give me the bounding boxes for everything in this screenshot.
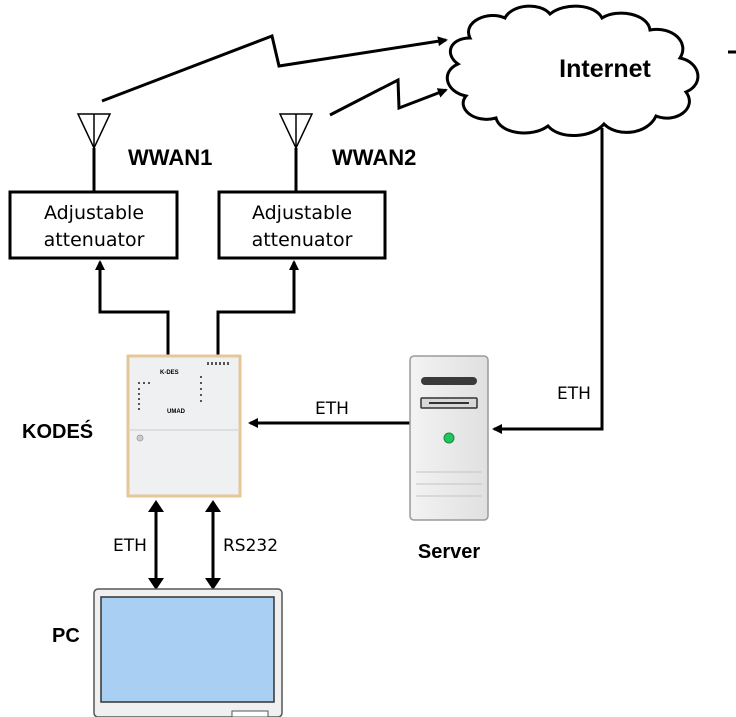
- kodes-brand: K-DES: [160, 370, 179, 376]
- server-label: Server: [418, 541, 480, 563]
- control-link-2: [216, 260, 299, 356]
- antenna-icon: [76, 113, 112, 192]
- server-internet-eth-label: ETH: [557, 384, 591, 404]
- pc-eth-label: ETH: [113, 536, 147, 556]
- pc-eth-link: [148, 500, 164, 590]
- pc-rs232-label: RS232: [223, 536, 278, 556]
- wwan1-wireless-link: [101, 33, 448, 103]
- attenuator-1-line2: attenuator: [44, 229, 145, 251]
- internet-label: Internet: [559, 55, 651, 83]
- kodes-sub-brand: UMAD: [167, 409, 186, 415]
- wwan2-label: WWAN2: [332, 145, 416, 170]
- attenuator-2-line2: attenuator: [252, 229, 353, 251]
- control-link-1: [95, 260, 170, 356]
- pc-rs232-link: [205, 500, 221, 590]
- kodes-device: K-DES UMAD: [126, 354, 242, 498]
- pc-label: PC: [52, 625, 80, 647]
- wwan2-wireless-link: [329, 77, 448, 117]
- attenuator-2-line1: Adjustable: [252, 202, 352, 224]
- antenna-icon: [278, 113, 314, 192]
- wwan1-label: WWAN1: [128, 145, 212, 170]
- attenuator-1-line1: Adjustable: [44, 202, 144, 224]
- internet-to-server-link: [492, 128, 604, 434]
- kodes-label: KODEŚ: [22, 419, 93, 443]
- pc-monitor: [93, 588, 283, 717]
- attenuator-box-1: Adjustable attenuator: [8, 190, 179, 260]
- server-icon: [409, 355, 489, 521]
- internet-cloud: Internet: [445, 4, 736, 138]
- attenuator-box-2: Adjustable attenuator: [217, 190, 387, 260]
- kodes-server-eth-label: ETH: [315, 399, 349, 419]
